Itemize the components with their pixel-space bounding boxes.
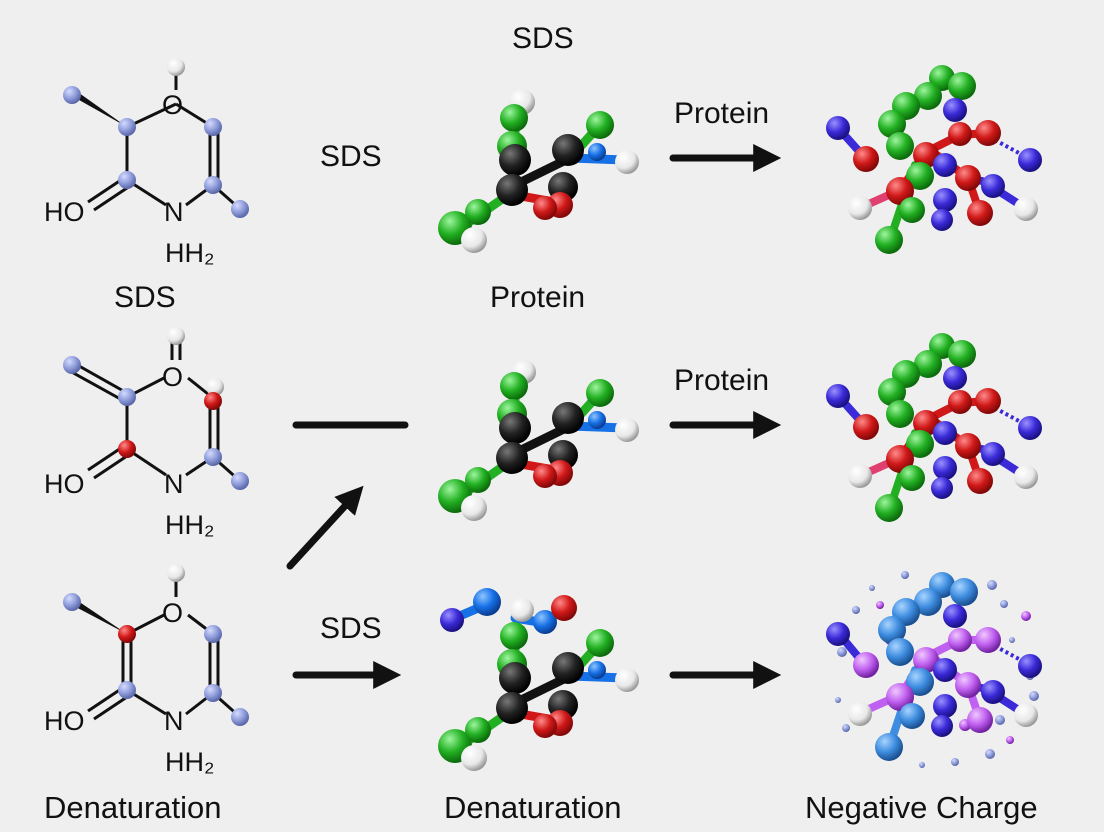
denaturation-label-center: Denaturation: [444, 790, 622, 825]
structure-2d-top-atoms: [63, 58, 249, 218]
hydroxyl-label-3: HO: [44, 706, 85, 736]
hydroxyl-label-2: HO: [44, 469, 85, 499]
nitrogen-label-3: N: [164, 706, 184, 736]
protein-label-arrow-2: Protein: [674, 364, 770, 397]
oxygen-label-1: O: [162, 90, 183, 120]
protein-3d-row3: [438, 588, 639, 771]
amine-label-1: HH₂: [165, 238, 214, 268]
protein-3d-row2: [438, 360, 639, 521]
sds-label-left: SDS: [114, 281, 176, 314]
sds-label-bottom: SDS: [320, 612, 382, 645]
oxygen-label-3: O: [162, 598, 183, 628]
amine-label-3: HH₂: [165, 747, 214, 777]
arrow-diagonal-up: [286, 485, 364, 570]
oxygen-label-2: O: [162, 362, 183, 392]
protein-label-arrow-1: Protein: [674, 97, 770, 130]
amine-label-2: HH₂: [165, 510, 214, 540]
sds-label-middle: SDS: [320, 140, 382, 173]
protein-3d-row1: [438, 89, 639, 253]
nitrogen-label-2: N: [164, 469, 184, 499]
atom-text-labels: O N HO HH₂ O N HO HH₂ O N HO HH₂: [44, 90, 214, 777]
nitrogen-label-1: N: [164, 197, 184, 227]
structure-2d-bottom-atoms: [63, 564, 249, 726]
protein-cluster-negative-charge: [826, 571, 1042, 768]
protein-cluster-row1: [826, 65, 1042, 254]
negative-charge-label: Negative Charge: [805, 790, 1038, 825]
sds-label-top: SDS: [512, 22, 574, 55]
arrows: [286, 144, 782, 689]
protein-cluster-row2: [826, 333, 1042, 522]
denaturation-label-left: Denaturation: [44, 790, 222, 825]
hydroxyl-label-1: HO: [44, 197, 85, 227]
structure-2d-middle-atoms: [63, 327, 249, 490]
protein-label-center: Protein: [490, 281, 586, 314]
